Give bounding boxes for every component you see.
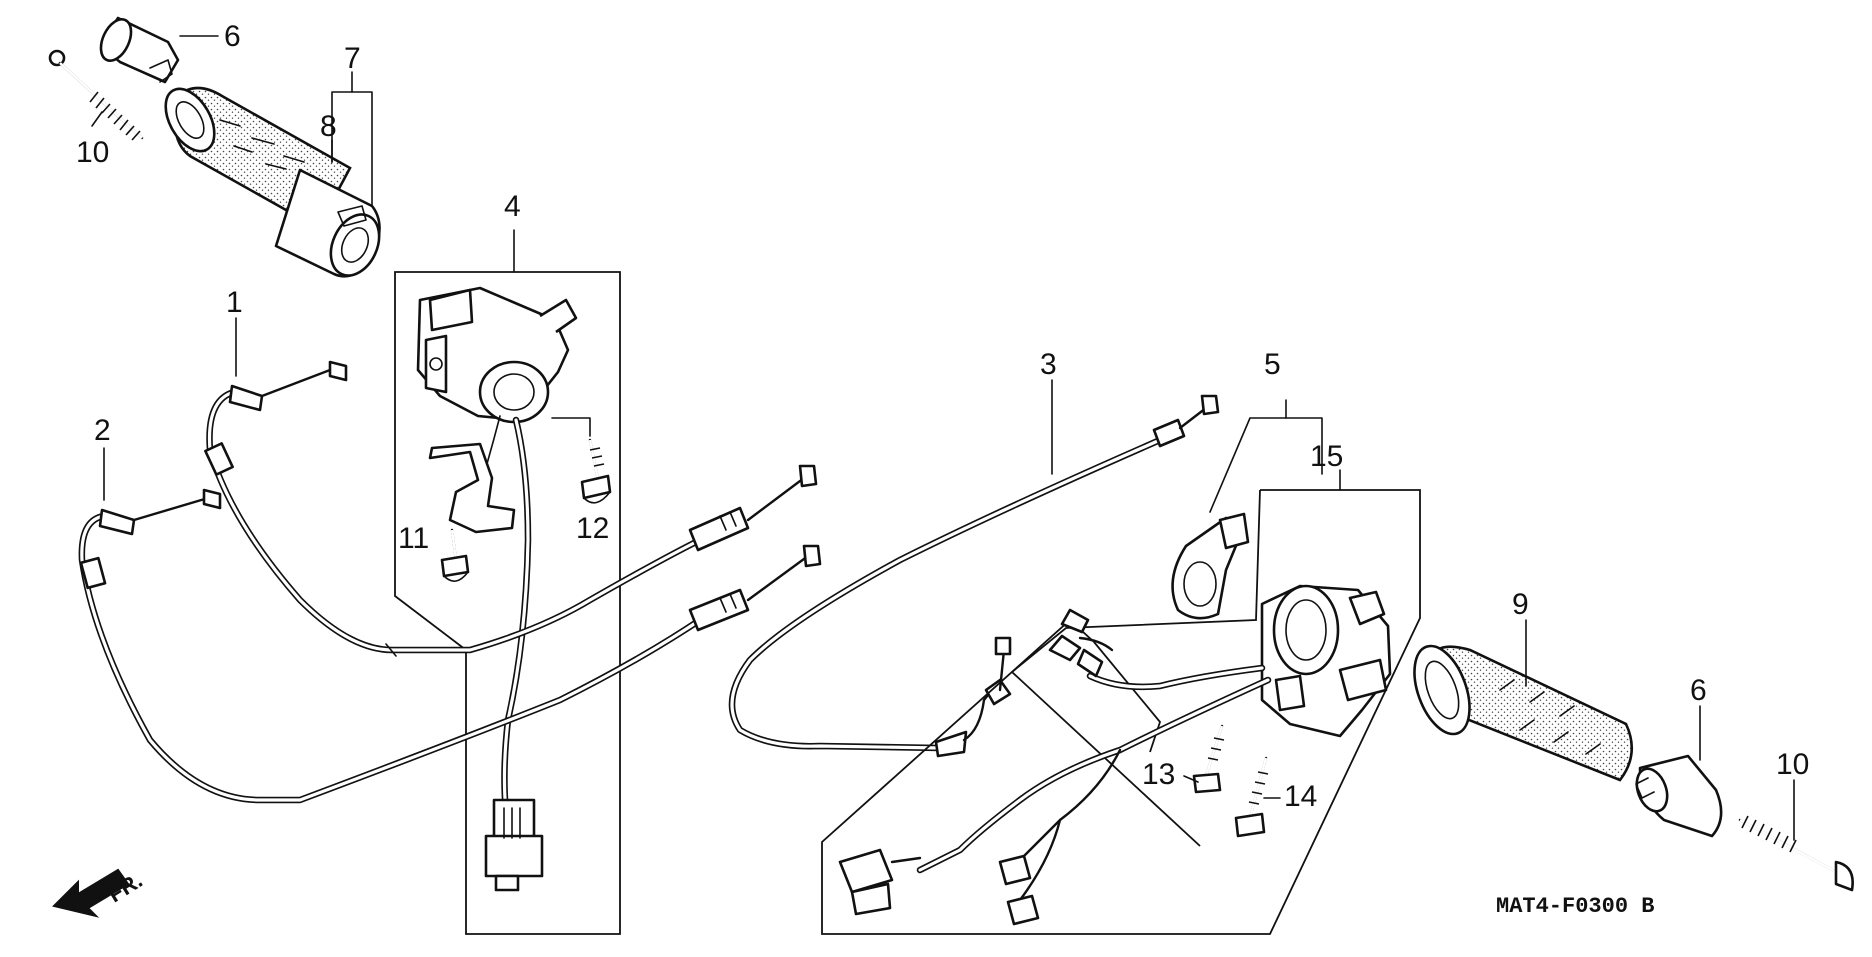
right-handle-grip: [1413, 644, 1634, 782]
callout-1: 1: [226, 286, 243, 319]
switch-connector-clip: [428, 442, 516, 534]
switch-assembly-frame-right: [821, 489, 1421, 935]
callout-bracket-5: [1209, 417, 1323, 513]
screw-11: [440, 528, 470, 582]
switch-assembly-frame-left: [394, 271, 621, 935]
callout-8: 8: [320, 110, 337, 143]
callout-3: 3: [1040, 348, 1057, 381]
callout-13: 13: [1142, 758, 1175, 791]
throttle-pipe-left: [274, 168, 381, 278]
callout-15: 15: [1310, 440, 1343, 473]
front-direction-arrow: FR.: [52, 867, 147, 918]
callout-6-left: 6: [224, 20, 241, 53]
screw-12: [580, 438, 612, 504]
callout-12: 12: [576, 512, 609, 545]
front-marker-label: FR.: [103, 867, 146, 907]
grip-end-weight-left: [99, 16, 180, 84]
callout-5: 5: [1264, 348, 1281, 381]
grip-end-bolt-right: [1738, 815, 1854, 892]
screw-14: [1234, 756, 1269, 838]
cable-1-adjuster: [688, 464, 818, 552]
callout-4: 4: [504, 190, 521, 223]
left-handlebar-switch: [416, 286, 578, 424]
throttle-cable-1: [204, 360, 704, 657]
callout-10-right: 10: [1776, 748, 1809, 781]
callout-2: 2: [94, 414, 111, 447]
callout-7: 7: [344, 42, 361, 75]
callout-14: 14: [1284, 780, 1317, 813]
screw-13: [1192, 724, 1225, 794]
choke-cable-3: [728, 394, 1220, 758]
drawing-code: MAT4-F0300 B: [1496, 894, 1654, 919]
throttle-cable-2: [78, 488, 704, 804]
grip-end-weight-right: [1635, 754, 1723, 838]
callout-9: 9: [1512, 588, 1529, 621]
callout-6-right: 6: [1690, 674, 1707, 707]
cable-2-adjuster: [688, 544, 822, 632]
right-handlebar-switch: [1260, 584, 1392, 738]
right-switch-harness: [838, 608, 1272, 926]
callout-11: 11: [398, 522, 429, 555]
callout-10-left: 10: [76, 136, 109, 169]
grip-end-bolt-left: [48, 49, 144, 141]
choke-lever: [1171, 512, 1250, 620]
